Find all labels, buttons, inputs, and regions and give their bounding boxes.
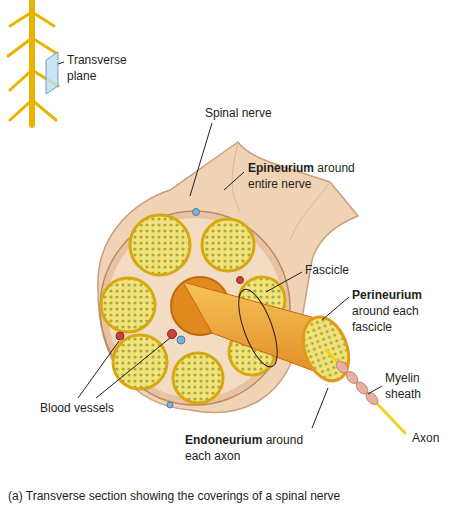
part-label: Axon xyxy=(412,430,452,446)
fascicle xyxy=(101,278,155,332)
vein xyxy=(193,209,200,216)
layer-name: Endoneurium xyxy=(185,433,262,447)
spinal-cord xyxy=(29,0,35,125)
leader-line xyxy=(368,386,382,394)
label-text: Transverse plane xyxy=(67,53,127,83)
fascicle xyxy=(202,219,254,271)
leader-line xyxy=(312,388,328,428)
figure-caption: (a) Transverse section showing the cover… xyxy=(8,488,340,504)
plane-label: Transverse plane xyxy=(67,52,142,84)
vein xyxy=(167,402,173,408)
label-text: Myelin sheath xyxy=(385,371,421,401)
artery xyxy=(168,330,177,339)
part-label: Spinal nerve xyxy=(205,105,295,121)
part-label: Blood vessels xyxy=(40,400,140,416)
leader-lines xyxy=(78,123,382,428)
label-text: Axon xyxy=(412,431,439,445)
fascicle xyxy=(173,353,223,403)
spinal-tree xyxy=(8,0,58,125)
leader-line xyxy=(190,123,212,196)
artery xyxy=(116,332,124,340)
leader-line xyxy=(322,297,349,320)
leader-line xyxy=(266,272,302,292)
layer-label: Perineurium around each fascicle xyxy=(352,287,434,335)
leader-line xyxy=(78,341,119,398)
layer-label: Endoneurium around each axon xyxy=(185,432,315,464)
myelin-segment xyxy=(364,390,380,406)
fascicle xyxy=(130,215,190,275)
label-text: around each fascicle xyxy=(352,304,419,334)
nerve-branch xyxy=(8,12,58,120)
layer-name: Epineurium xyxy=(248,161,314,175)
myelin-sheath xyxy=(334,359,380,407)
fascicle-ring xyxy=(231,285,285,372)
transverse-plane xyxy=(46,52,58,94)
part-label: Myelin sheath xyxy=(385,370,445,402)
vein xyxy=(177,336,185,344)
leader-line xyxy=(224,172,244,190)
epineurium xyxy=(98,142,358,412)
artery xyxy=(237,277,244,284)
leader-line xyxy=(96,338,170,398)
part-label: Fascicle xyxy=(305,262,375,278)
layer-name: Perineurium xyxy=(352,288,422,302)
label-text: Spinal nerve xyxy=(205,106,272,120)
label-text: Blood vessels xyxy=(40,401,114,415)
layer-label: Epineurium around entire nerve xyxy=(248,160,373,192)
leader-line xyxy=(58,62,64,64)
label-text: Fascicle xyxy=(305,263,349,277)
